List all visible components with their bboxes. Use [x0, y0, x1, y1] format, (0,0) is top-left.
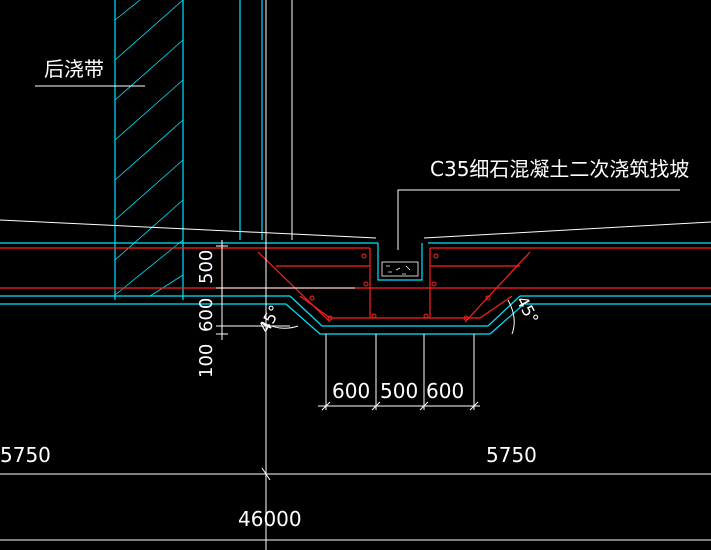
- total-length-label: 46000: [238, 507, 302, 531]
- wall-hatch: [114, 0, 184, 297]
- dim-100-vertical-label: 100: [196, 344, 217, 378]
- dim-500-center-label: 500: [380, 379, 418, 403]
- dim-600-vertical-label: 600: [196, 298, 217, 332]
- dim-500-vertical-label: 500: [196, 250, 217, 284]
- pit-infill: [381, 261, 419, 277]
- span-left-label: 5750: [0, 443, 51, 467]
- structure-lines: [0, 0, 711, 335]
- dim-600-left-label: 600: [332, 379, 370, 403]
- concrete-note-label: C35细石混凝土二次浇筑找坡: [430, 157, 689, 181]
- span-right-label: 5750: [486, 443, 537, 467]
- rebar-dots: [309, 253, 491, 321]
- angle-left-label: 45°: [255, 302, 285, 336]
- dim-600-right-label: 600: [426, 379, 464, 403]
- post-pour-strip-label: 后浇带: [44, 57, 104, 81]
- rebar-lines: [0, 240, 711, 323]
